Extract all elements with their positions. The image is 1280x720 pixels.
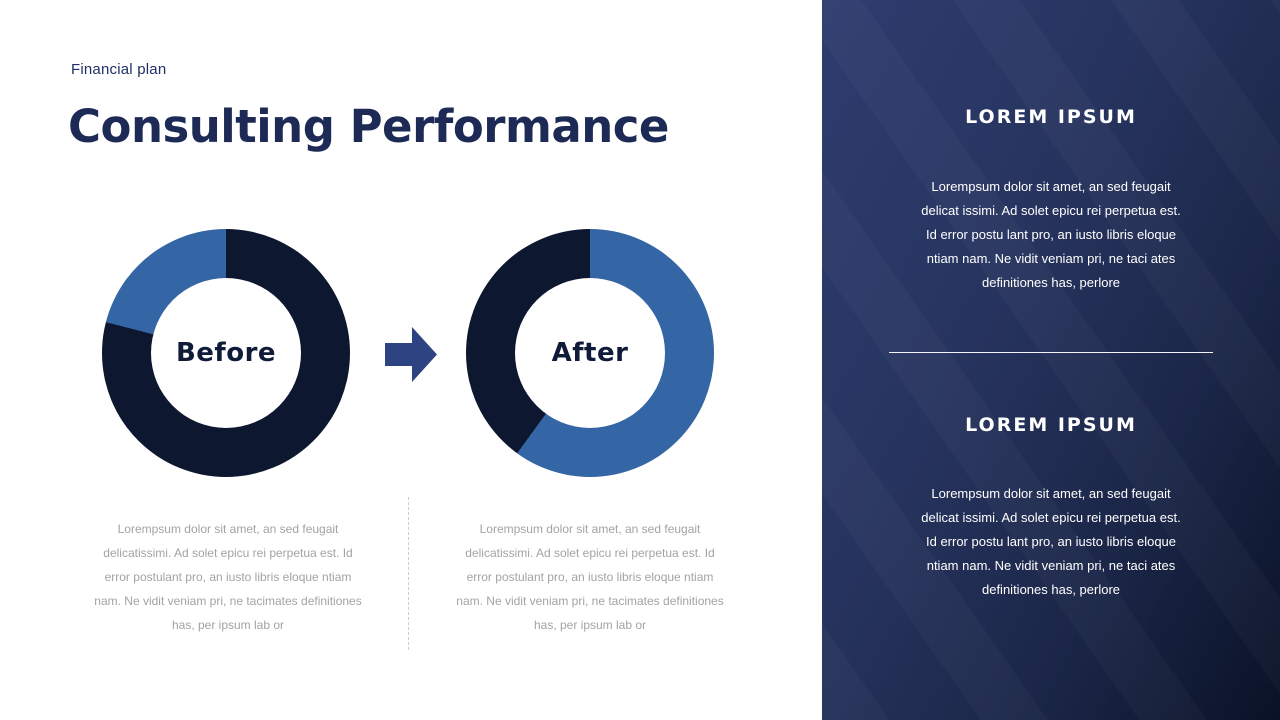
after-description: Lorempsum dolor sit amet, an sed feugait…: [456, 522, 724, 632]
donut-chart-before: Before: [102, 229, 350, 477]
donut-chart-after: After: [466, 229, 714, 477]
sidebar-section-1-heading: LOREM IPSUM: [965, 106, 1137, 128]
dotted-divider: [408, 497, 409, 650]
sidebar-divider-line: [889, 352, 1213, 353]
sidebar-section-2-heading: LOREM IPSUM: [965, 414, 1137, 436]
sidebar-panel: LOREM IPSUM Lorempsum dolor sit amet, an…: [822, 0, 1280, 720]
before-description: Lorempsum dolor sit amet, an sed feugait…: [94, 522, 362, 632]
sidebar-section-1-body: Lorempsum dolor sit amet, an sed feugait…: [921, 179, 1181, 290]
slide-title: Consulting Performance: [68, 100, 669, 153]
donut-after-label: After: [551, 338, 629, 368]
donut-before-label: Before: [175, 338, 277, 368]
sidebar-section-2-body: Lorempsum dolor sit amet, an sed feugait…: [921, 486, 1181, 597]
slide-eyebrow: Financial plan: [71, 61, 167, 78]
right-arrow-icon: [385, 327, 437, 382]
